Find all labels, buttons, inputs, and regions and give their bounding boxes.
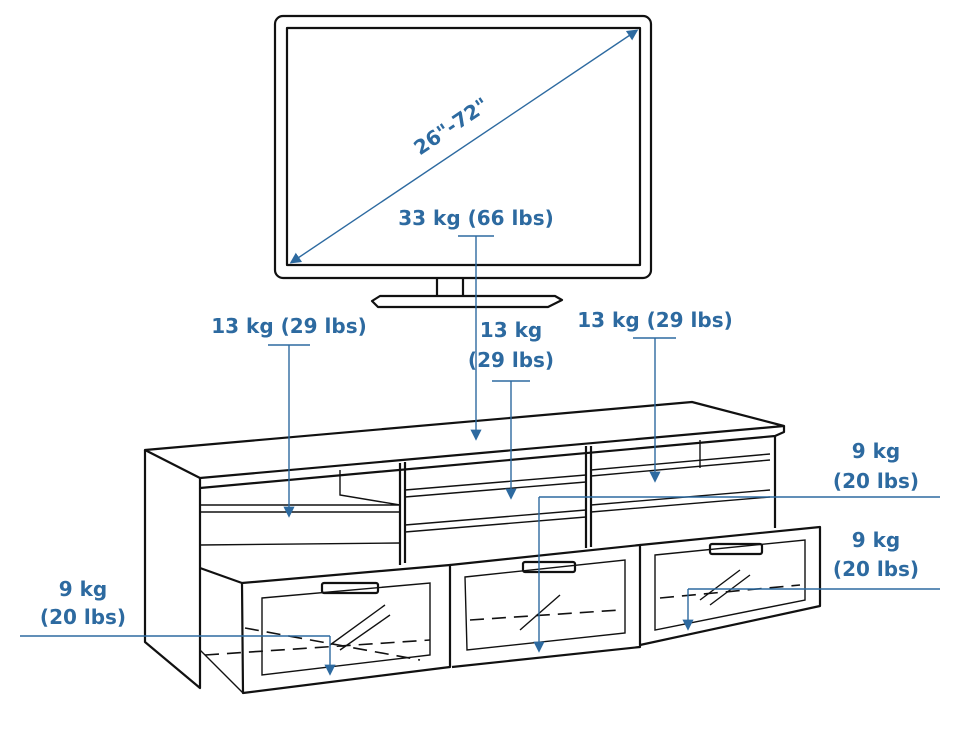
tv-load-label: 33 kg (66 lbs): [398, 206, 554, 230]
left-drawer-load-label-kg: 9 kg: [59, 577, 108, 601]
leader-lines: [20, 235, 940, 673]
right-drawer-load-label-kg: 9 kg: [852, 528, 901, 552]
tv-size-label: 26"-72": [409, 93, 493, 160]
left-drawer-load-label-lbs: (20 lbs): [40, 605, 126, 629]
middle-drawer-load-label-kg: 9 kg: [852, 439, 901, 463]
left-shelf-load-label: 13 kg (29 lbs): [211, 314, 367, 338]
middle-drawer-load-label-lbs: (20 lbs): [833, 469, 919, 493]
tv-illustration: [273, 14, 653, 309]
middle-shelf-load-label-lbs: (29 lbs): [468, 348, 554, 372]
tv-diagonal-arrow: [289, 29, 639, 264]
tv-bench-illustration: [143, 400, 822, 695]
right-shelf-load-label: 13 kg (29 lbs): [577, 308, 733, 332]
middle-shelf-load-label-kg: 13 kg: [480, 318, 542, 342]
right-drawer-load-label-lbs: (20 lbs): [833, 557, 919, 581]
